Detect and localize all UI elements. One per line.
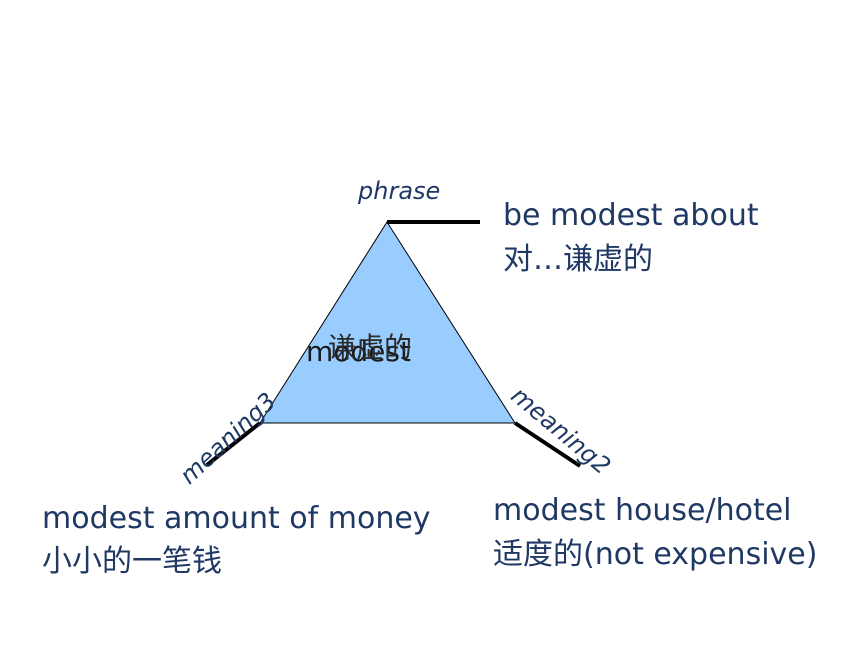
phrase-example: be modest about [503,198,759,233]
meaning3-example: modest amount of money [42,501,431,536]
meaning3-translation: 小小的一笔钱 [42,544,222,579]
meaning2-translation: 适度的(not expensive) [493,537,818,572]
meaning2-example: modest house/hotel [493,493,792,528]
concept-triangle [259,221,516,424]
center-word-en: modest [306,335,411,368]
center-word-zh: 谦虚的 [328,331,413,364]
phrase-translation: 对…谦虚的 [503,242,653,277]
meaning3-connector-line [205,421,262,467]
meaning2-connector-line [513,421,582,468]
phrase-label: phrase [358,177,441,205]
